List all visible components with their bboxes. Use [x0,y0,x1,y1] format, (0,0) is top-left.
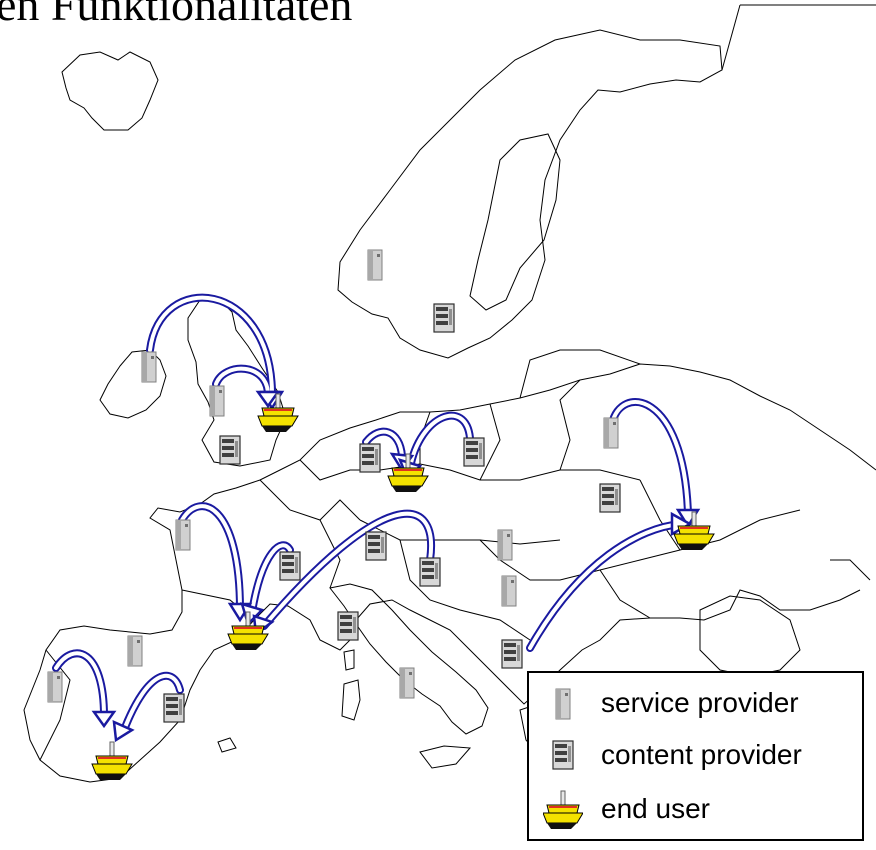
rack-server-icon [359,443,381,473]
border-6 [479,509,801,581]
caspian-sea [830,559,871,581]
sicily [419,745,472,769]
rack-server-icon [279,551,301,581]
boat-icon [543,790,583,829]
tower-server-icon [175,519,191,551]
arrow-brittany-france [178,502,244,614]
legend-label: content provider [601,739,802,770]
rack-server-icon [501,639,523,669]
iceland [61,51,159,131]
rack-server-icon [163,693,185,723]
tower-server-icon [141,351,157,383]
legend-item-end-user: end user [529,785,862,835]
legend-item-content-provider: content provider [529,731,862,781]
tower-server-icon [209,385,225,417]
scandinavia [337,29,723,359]
data-flow-arrows-inner [54,295,690,732]
border-4 [359,519,561,545]
border-2 [299,459,641,481]
great-britain [187,297,287,467]
rack-server-icon [463,437,485,467]
italy [329,583,489,735]
rack-server-icon [365,531,387,561]
border-3 [319,519,341,589]
black-sea [699,595,801,677]
arrow-ukraine-balkans [526,520,684,652]
legend-label: end user [601,793,710,824]
tower-server-icon [367,249,383,281]
rack-server-icon [219,435,241,465]
border-7 [559,379,581,471]
rack-server-icon [552,740,574,770]
tower-server-icon [399,667,415,699]
balearic [217,737,237,753]
border-11 [599,569,651,619]
border-12 [479,403,501,481]
slide-title: en Funktionalitäten [0,0,353,30]
rack-server-icon [419,557,441,587]
tower-server-icon [501,575,517,607]
sardinia [341,679,361,721]
tower-server-icon [127,635,143,667]
border-8 [639,479,681,551]
rack-server-icon [433,303,455,333]
boat-icon [387,453,429,493]
tower-server-icon [555,688,571,720]
corsica [343,649,355,671]
rack-server-icon [337,611,359,641]
border-5 [399,539,531,641]
tower-server-icon [603,417,619,449]
legend-label: service provider [601,687,799,718]
border-14 [519,349,641,399]
border-1 [259,479,361,521]
tower-server-icon [47,671,63,703]
rack-server-icon [599,483,621,513]
tower-server-icon [497,529,513,561]
legend-item-service-provider: service provider [529,679,862,729]
map-legend: service provider content provider end us… [527,671,864,841]
finland-coast [469,133,561,311]
arrow-ukraine [608,398,692,518]
boat-icon [91,741,133,781]
